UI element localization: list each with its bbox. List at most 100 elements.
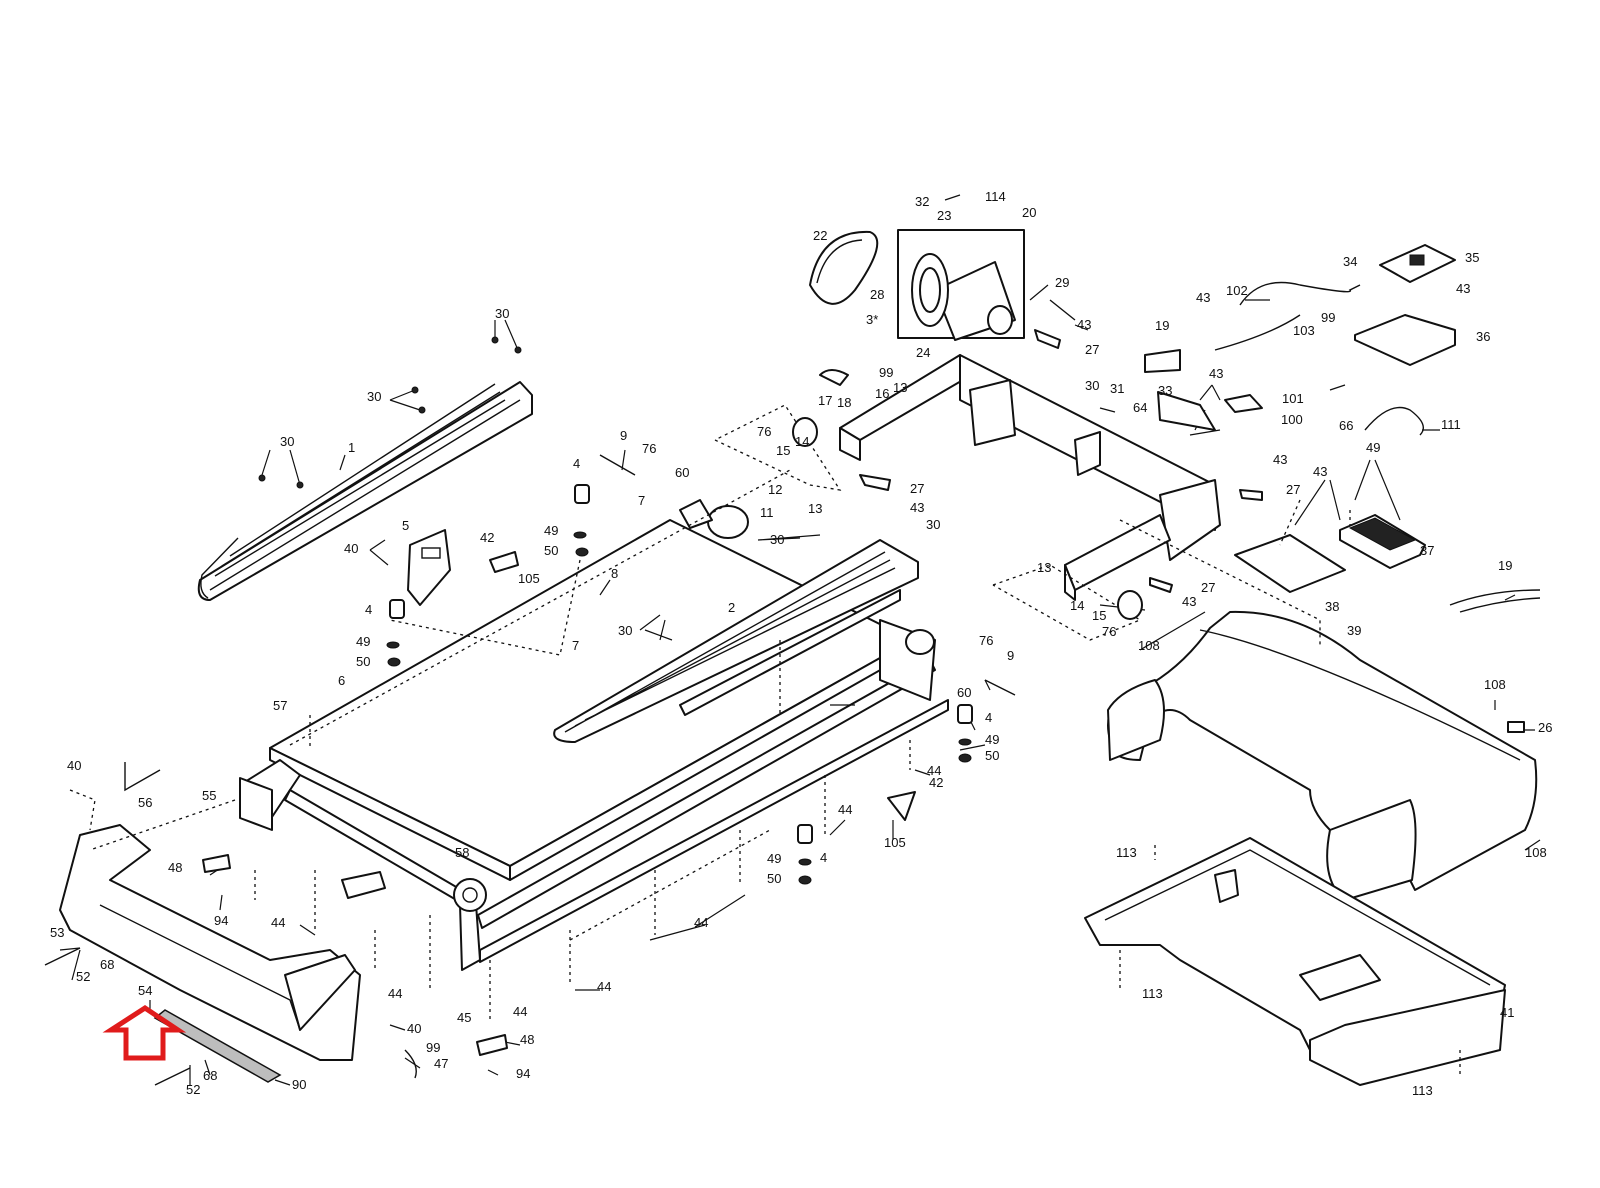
plate-38 (1234, 534, 1346, 593)
callout-label-2: 2 (728, 600, 735, 615)
motor-hood (1107, 610, 1538, 901)
callout-label-12: 12 (768, 482, 782, 497)
callout-label-58: 58 (455, 845, 469, 860)
callout-label-44g: 44 (513, 1004, 527, 1019)
callout-label-45: 45 (457, 1010, 471, 1025)
callout-label-43f: 43 (1273, 452, 1287, 467)
callout-label-14b: 14 (1070, 598, 1084, 613)
callout-label-43d: 43 (1209, 366, 1223, 381)
callout-label-27b: 27 (910, 481, 924, 496)
callout-label-43b: 43 (1456, 281, 1470, 296)
callout-label-18: 18 (837, 395, 851, 410)
callout-label-113a: 113 (1116, 845, 1137, 860)
callout-label-43h: 43 (1182, 594, 1196, 609)
callout-label-19a: 19 (1155, 318, 1169, 333)
drive-belt (809, 230, 879, 305)
callout-label-111: 111 (1441, 417, 1461, 432)
callout-label-4d: 4 (820, 850, 827, 865)
callout-label-49b: 49 (356, 634, 370, 649)
callout-label-14a: 14 (795, 434, 809, 449)
rear-end-cap (59, 824, 361, 1061)
callout-label-108b: 108 (1484, 677, 1506, 692)
callout-label-49e: 49 (1366, 440, 1380, 455)
callout-label-4c: 4 (985, 710, 992, 725)
callout-label-30a: 30 (495, 306, 509, 321)
callout-label-9b: 9 (1007, 648, 1014, 663)
callout-label-76b: 76 (642, 441, 656, 456)
callout-label-1: 1 (348, 440, 355, 455)
callout-label-31: 31 (1110, 381, 1124, 396)
callout-label-44d: 44 (694, 915, 708, 930)
motor-cover-bracket-36 (1354, 314, 1456, 366)
callout-label-99a: 99 (879, 365, 893, 380)
callout-label-35: 35 (1465, 250, 1479, 265)
callout-label-100: 100 (1281, 412, 1303, 427)
callout-label-44c: 44 (271, 915, 285, 930)
walking-deck (269, 519, 913, 881)
callout-label-55: 55 (202, 788, 216, 803)
callout-label-43c: 43 (1077, 317, 1091, 332)
callout-label-48a: 48 (168, 860, 182, 875)
callout-label-5: 5 (402, 518, 409, 533)
callout-label-9a: 9 (620, 428, 627, 443)
callout-label-53: 53 (50, 925, 64, 940)
callout-label-30b: 30 (367, 389, 381, 404)
hardware-fasteners (44, 299, 1525, 1086)
callout-label-13b: 13 (808, 501, 822, 516)
callout-label-60b: 60 (957, 685, 971, 700)
callout-label-29: 29 (1055, 275, 1069, 290)
callout-label-19b: 19 (1498, 558, 1512, 573)
left-side-rail (197, 381, 533, 601)
callout-label-52b: 52 (186, 1082, 200, 1097)
callout-label-42a: 42 (480, 530, 494, 545)
callout-label-11: 11 (760, 505, 774, 520)
callout-label-76d: 76 (1102, 624, 1116, 639)
callout-label-68b: 68 (203, 1068, 217, 1083)
callout-label-16: 16 (875, 386, 889, 401)
callout-label-103: 103 (1293, 323, 1315, 338)
callout-label-66: 66 (1339, 418, 1353, 433)
callout-label-56: 56 (138, 795, 152, 810)
callout-label-39: 39 (1347, 623, 1361, 638)
callout-label-48b: 48 (520, 1032, 534, 1047)
callout-label-27c: 27 (1286, 482, 1300, 497)
callout-label-76c: 76 (979, 633, 993, 648)
controller-board-37 (1339, 514, 1426, 569)
callout-label-105b: 105 (884, 835, 906, 850)
callout-label-32: 32 (915, 194, 929, 209)
callout-label-4b: 4 (365, 602, 372, 617)
power-cord-102 (1214, 281, 1361, 351)
callout-label-64: 64 (1133, 400, 1147, 415)
callout-label-54: 54 (138, 983, 152, 998)
callout-label-44a: 44 (927, 763, 941, 778)
callout-label-49c: 49 (985, 732, 999, 747)
callout-label-90: 90 (292, 1077, 306, 1092)
callout-label-33: 33 (1158, 383, 1172, 398)
callout-label-30c: 30 (280, 434, 294, 449)
callout-label-60a: 60 (675, 465, 689, 480)
callout-label-49a: 49 (544, 523, 558, 538)
callout-label-36: 36 (1476, 329, 1490, 344)
callout-label-76a: 76 (757, 424, 771, 439)
callout-label-37: 37 (1420, 543, 1434, 558)
frame-assembly (239, 619, 949, 971)
callout-label-15b: 15 (1092, 608, 1106, 623)
bracket-5 (407, 529, 451, 606)
callout-label-4a: 4 (573, 456, 580, 471)
callout-label-99c: 99 (426, 1040, 440, 1055)
callout-label-22: 22 (813, 228, 827, 243)
upright-base-frame (839, 354, 1221, 601)
callout-label-57: 57 (273, 698, 287, 713)
callout-label-108c: 108 (1525, 845, 1547, 860)
dashed-assembly-lines (69, 404, 1461, 1075)
callout-label-6: 6 (338, 673, 345, 688)
callout-label-108a: 108 (1138, 638, 1160, 653)
callout-label-43g: 43 (910, 500, 924, 515)
callout-label-40a: 40 (67, 758, 81, 773)
callout-label-105a: 105 (518, 571, 540, 586)
drive-motor (897, 229, 1025, 341)
callout-label-113c: 113 (1412, 1083, 1433, 1098)
callout-label-50b: 50 (356, 654, 370, 669)
